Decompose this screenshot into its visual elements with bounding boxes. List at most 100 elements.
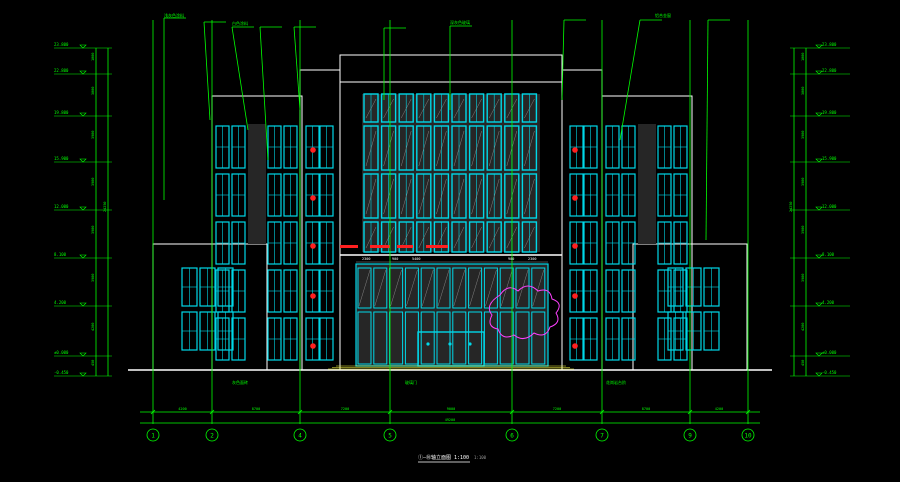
bottom-callouts: 灰色面砖 玻璃门 花岗岩台阶: [232, 379, 626, 385]
floor-height-dim: 3900: [91, 131, 95, 139]
right-red-marker: [572, 293, 578, 299]
entry-panel-lower: [357, 311, 372, 365]
red-markers: [310, 147, 578, 349]
entry-panel-lower: [436, 311, 451, 365]
level-marker: [815, 302, 823, 307]
floor-height-dim: 3900: [801, 226, 805, 234]
glass-reflection: [524, 98, 535, 119]
leader-line: [561, 19, 565, 101]
floor-height-dim: 3900: [801, 131, 805, 139]
axis-label-1: 1: [151, 433, 155, 440]
entry-panel-lower: [515, 311, 530, 365]
glass-reflection: [383, 178, 394, 215]
glass-reflection: [471, 98, 482, 119]
entry-reflection: [374, 269, 386, 307]
dim-tick: [509, 409, 515, 415]
dim-tick: [297, 409, 303, 415]
glass-reflection: [365, 178, 377, 215]
glass-dim-3: 5400: [412, 257, 420, 261]
level-2: 4.200: [822, 300, 835, 305]
central-curtain-wall: [362, 93, 540, 253]
right-red-marker: [572, 243, 578, 249]
level-5: 15.900: [822, 156, 837, 161]
dim-tick: [387, 409, 393, 415]
left-red-marker: [310, 243, 316, 249]
entry-panel-lower: [531, 311, 546, 365]
glass-reflection: [436, 226, 447, 249]
glass-reflection: [365, 130, 377, 167]
glass-reflection: [401, 98, 412, 119]
leader-lines: [163, 17, 730, 241]
level-5: 15.900: [54, 156, 69, 161]
leader-line: [619, 19, 641, 141]
floor-height-dim: 1000: [801, 53, 805, 61]
glass-reflection: [401, 178, 412, 215]
entry-panel-lower: [452, 311, 467, 365]
level-marker: [815, 372, 823, 377]
floor-height-dim: 3000: [801, 87, 805, 95]
entry-reflection: [406, 269, 418, 307]
door-handle: [468, 342, 472, 346]
level-3: 8.100: [54, 252, 67, 257]
level-marker: [79, 206, 87, 211]
revision-cloud: [488, 285, 560, 339]
glass-reflection: [365, 226, 377, 249]
dim-tick: [687, 409, 693, 415]
entry-panel-upper: [436, 267, 451, 309]
entry-panel-upper: [468, 267, 483, 309]
level-marker: [815, 112, 823, 117]
top-callouts: 浅灰色涂料 白色涂料 深灰色玻璃 铝合金窗: [164, 12, 671, 26]
level-outdoor: -0.450: [54, 370, 69, 375]
callout-alu-window: 铝合金窗: [655, 12, 671, 18]
axis-bubble: [683, 428, 697, 442]
level-marker: [79, 44, 87, 49]
entry-panel-upper: [404, 267, 419, 309]
entry-reflection: [437, 269, 450, 307]
note-tile: 灰色面砖: [232, 379, 248, 385]
axis-bubble: [146, 428, 160, 442]
leader-line: [293, 26, 301, 111]
glass-dim-5: 2300: [528, 257, 536, 261]
axis-bubble: [595, 428, 609, 442]
left-red-marker: [310, 343, 316, 349]
entry-reflection: [485, 269, 497, 307]
side-total-dim: 24250: [789, 201, 793, 212]
left-red-marker: [310, 195, 316, 201]
glass-reflection: [489, 98, 500, 119]
entry-reflection: [532, 269, 544, 307]
glass-reflection: [418, 178, 429, 215]
glass-reflection: [453, 130, 465, 167]
right-dark-strip: [638, 124, 656, 244]
floor-height-dim: 450: [801, 360, 805, 366]
glass-reflection: [471, 130, 482, 167]
floor-height-dim: 1000: [91, 53, 95, 61]
glass-dim-2: 900: [392, 257, 398, 261]
glass-reflection: [383, 226, 394, 249]
axis-spacing-dim: 8700: [252, 407, 260, 411]
central-block: [339, 54, 563, 371]
entry-panel-upper: [373, 267, 388, 309]
level-roof-parapet: 23.800: [54, 42, 69, 47]
glass-reflection: [401, 226, 412, 249]
floor-height-dim: 3900: [91, 226, 95, 234]
axis-label-7: 7: [600, 433, 604, 440]
glass-reflection: [524, 226, 535, 249]
glass-reflection: [453, 226, 465, 249]
glass-reflection: [418, 98, 429, 119]
leader-line: [705, 19, 709, 241]
left-dark-strip: [248, 124, 266, 244]
level-marker: [815, 352, 823, 357]
axis-spacing-dim: 9000: [447, 407, 455, 411]
glass-reflection: [383, 130, 394, 167]
axis-label-5: 5: [388, 433, 392, 440]
leader-line: [231, 26, 249, 131]
floor-height-dim: 3900: [801, 178, 805, 186]
entry-panel-lower: [373, 311, 388, 365]
entry-reflection: [501, 269, 513, 307]
level-3: 8.100: [822, 252, 835, 257]
level-marker: [79, 352, 87, 357]
entry-reflection: [453, 269, 465, 307]
level-ground: ±0.000: [822, 350, 837, 355]
